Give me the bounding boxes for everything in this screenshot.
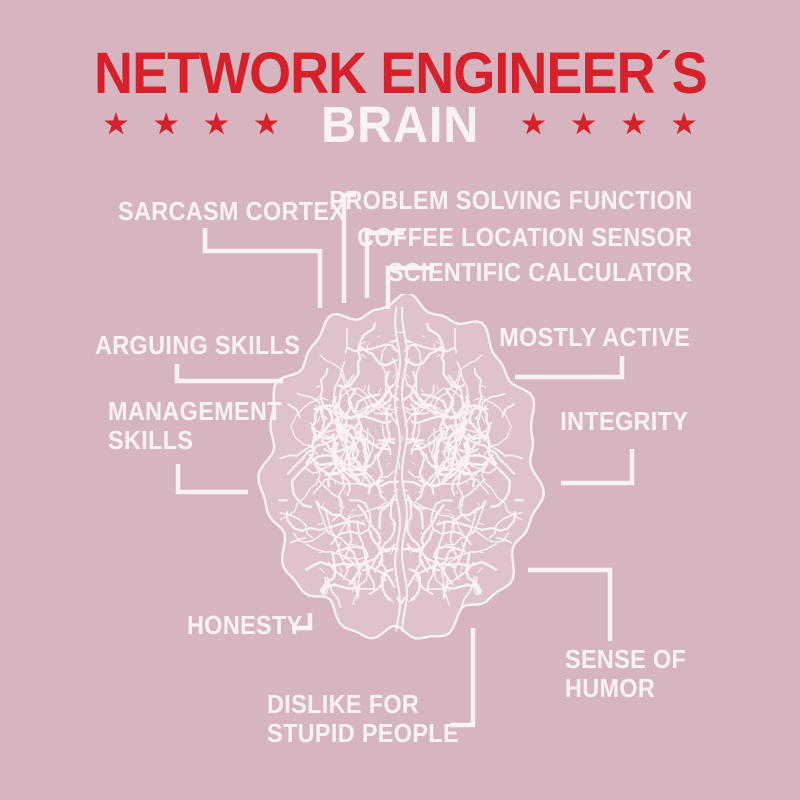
label-text-line1: MANAGEMENT [108,396,282,426]
brain-illustration [254,291,548,644]
label-text: SCIENTIFIC CALCULATOR [387,257,692,287]
connector-sense-of-humor [528,567,613,641]
page-title: NETWORK ENGINEER´S [0,41,800,106]
star-icon: ★ [671,108,697,139]
label-coffee-location-sensor: COFFEE LOCATION SENSOR [320,223,692,252]
connector-mostly-active [515,356,625,380]
title-brain-word: BRAIN [320,95,480,153]
label-text: MOSTLY ACTIVE [498,322,690,352]
label-text: ARGUING SKILLS [95,330,301,360]
connector-arguing-skills [174,364,283,384]
label-text: PROBLEM SOLVING FUNCTION [328,185,692,215]
connector-dislike [450,628,476,728]
label-text-line2: STUPID PEOPLE [267,718,459,748]
connector-problem-solving [341,192,356,303]
star-icon: ★ [571,108,596,139]
connector-scientific-calc [385,265,434,309]
star-icon: ★ [103,108,129,139]
label-text: HONESTY [187,610,303,640]
star-icon: ★ [154,108,179,139]
label-text-line1: SENSE OF [565,644,687,674]
title-text: NETWORK ENGINEER´S [93,41,708,106]
star-icon: ★ [204,108,229,139]
connector-integrity [561,449,635,486]
connector-sarcasm-cortex [202,228,323,308]
label-text: INTEGRITY [559,406,688,436]
label-problem-solving: PROBLEM SOLVING FUNCTION [289,186,692,215]
label-text: COFFEE LOCATION SENSOR [356,222,692,252]
label-text-line2: HUMOR [565,673,656,703]
label-sarcasm-cortex: SARCASM CORTEX [118,197,371,226]
label-integrity: INTEGRITY [546,407,688,436]
label-text: SARCASM CORTEX [118,196,346,226]
star-icon: ★ [621,108,646,139]
title-row-brain: ★ ★ ★ ★ BRAIN ★ ★ ★ ★ [0,98,800,150]
star-icon: ★ [521,108,546,139]
label-mostly-active: MOSTLY ACTIVE [478,323,690,352]
label-text-line2: SKILLS [108,425,194,455]
label-text-line1: DISLIKE FOR [267,689,420,719]
label-arguing-skills: ARGUING SKILLS [95,331,323,360]
label-scientific-calculator: SCIENTIFIC CALCULATOR [354,258,692,287]
connector-coffee-sensor [364,230,404,298]
star-icon: ★ [254,108,279,139]
connector-honesty [292,613,313,631]
connector-management-skills [175,464,248,495]
label-honesty: HONESTY [187,611,315,640]
